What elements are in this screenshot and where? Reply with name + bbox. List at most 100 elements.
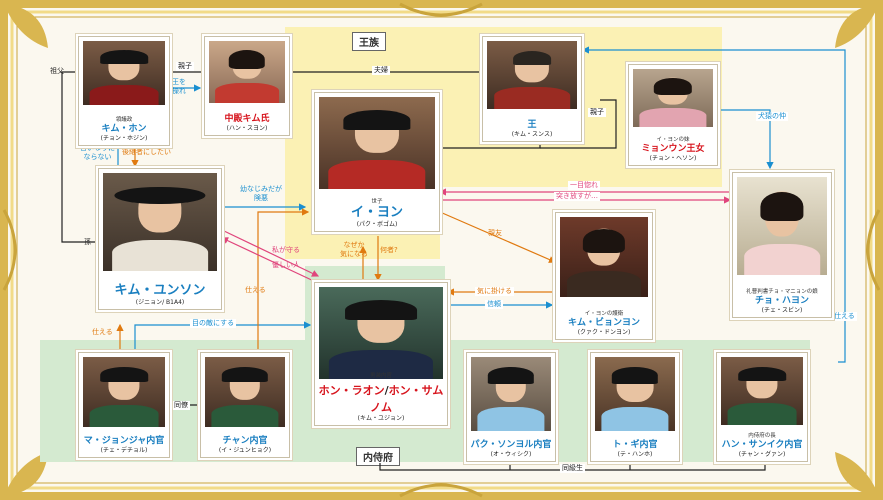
character-card-lee-yeong[interactable]: 世子 イ・ヨン (パク・ボゴム) <box>314 92 440 232</box>
character-actor: (チョン・ヘソン) <box>649 154 697 162</box>
character-card-kim-byungyeon[interactable]: イ・ヨンの護衛 キム・ビョンヨン (クァク・ドンヨン) <box>555 212 653 340</box>
character-card-queen-kim[interactable]: 中殿キム氏 (ハン・スヨン) <box>204 36 290 136</box>
portrait <box>721 357 803 425</box>
portrait <box>209 41 285 103</box>
label-make-successor: 後継者にしたい <box>122 148 171 156</box>
character-role: イ・ヨンの護衛 <box>584 311 624 318</box>
character-name: 中殿キム氏 <box>224 114 270 125</box>
label-trust: 信頼 <box>485 300 503 309</box>
character-name: イ・ヨン <box>350 205 403 221</box>
portrait <box>103 173 217 271</box>
character-actor: (ジニョン/ B1A4) <box>135 298 185 306</box>
character-name: キム・ビョンヨン <box>567 318 640 329</box>
arrow-eyesore <box>134 321 312 352</box>
character-actor: (イ・ジュンヒョク) <box>218 446 272 454</box>
portrait <box>319 97 435 189</box>
label-who-are-you: 何者? <box>380 246 398 254</box>
label-dog-monkey: 犬猿の仲 <box>756 112 788 121</box>
character-name: ミョンウン王女 <box>641 144 705 155</box>
character-role: 礼曹判書チョ・マニョンの娘 <box>746 289 818 296</box>
character-actor: (テ・ハンホ) <box>617 450 653 458</box>
arrow-dog-monkey <box>712 106 774 170</box>
character-name: 王 <box>527 120 537 131</box>
character-actor: (オ・ウィシク) <box>490 450 532 458</box>
character-actor: (ハン・スヨン) <box>226 124 268 132</box>
label-grandson: 孫 <box>84 238 91 246</box>
character-name: ト・ギ内官 <box>612 440 658 451</box>
label-serve-3: 仕える <box>832 312 857 321</box>
portrait <box>487 41 577 109</box>
portrait <box>560 217 648 297</box>
character-name-primary: ホン・ラオン <box>318 383 385 397</box>
label-protect: 私が守る <box>272 246 300 254</box>
character-card-princess-myeongeun[interactable]: イ・ヨンの妹 ミョンウン王女 (チョン・ヘソン) <box>628 64 718 166</box>
character-actor: (チェ・スビン) <box>761 306 803 314</box>
character-card-king[interactable]: 王 (キム・スンス) <box>482 36 582 142</box>
label-why-heart: なぜか 気になる <box>340 241 368 258</box>
character-actor: (クァク・ドンヨン) <box>577 328 631 336</box>
line-king-princess <box>540 99 617 149</box>
character-name-alias: ホン・サムノム <box>370 383 444 415</box>
character-actor: (パク・ボゴム) <box>356 220 398 228</box>
portrait <box>319 287 443 379</box>
character-name: マ・ジョンジャ内官 <box>83 436 165 447</box>
royal-zone-label: 王族 <box>352 32 386 51</box>
character-name: パク・ソンヨル内官 <box>470 440 552 451</box>
label-eyesore: 目の敵にする <box>190 319 237 328</box>
character-card-kim-hon[interactable]: 領議政 キム・ホン (チョン・ホジン) <box>78 36 170 146</box>
label-classmates: 同級生 <box>560 464 585 473</box>
label-serve-1: 仕える <box>92 328 113 336</box>
label-couple: 夫婦 <box>372 66 390 75</box>
label-kind-person: 優しい人 <box>272 261 300 269</box>
character-actor: (キム・ユジョン) <box>357 414 405 422</box>
label-dont-obey: 言いなりに ならない <box>80 144 115 161</box>
character-name: チョ・ハヨン <box>754 296 809 307</box>
character-actor: (キム・スンス) <box>511 130 553 138</box>
line-grandfather <box>61 71 98 243</box>
label-parent-child-1: 親子 <box>176 62 194 71</box>
character-actor: (チョン・ホジン) <box>100 134 148 142</box>
label-colleague: 同僚 <box>172 401 190 410</box>
arrow-serve-king <box>581 46 846 363</box>
character-card-jang[interactable]: チャン内官 (イ・ジュンヒョク) <box>200 352 290 458</box>
character-name: チャン内官 <box>222 436 268 447</box>
portrait <box>737 177 827 275</box>
character-card-ma-jongja[interactable]: マ・ジョンジャ内官 (チェ・デチョル) <box>78 352 170 458</box>
character-card-kim-yunsung[interactable]: キム・ユンソン (ジニョン/ B1A4) <box>98 168 222 310</box>
character-name: ハン・サンイク内官 <box>721 440 803 451</box>
palace-zone-label: 内侍府 <box>356 447 400 466</box>
character-role: 男装内官 <box>369 373 392 380</box>
arrow-serve-2 <box>257 208 310 352</box>
character-card-han-sangik[interactable]: 内侍府の長 ハン・サンイク内官 (チャン・グァン) <box>716 352 808 462</box>
character-role: 領議政 <box>115 117 133 124</box>
label-serve-2: 仕える <box>245 286 266 294</box>
character-card-cho-hayeon[interactable]: 礼曹判書チョ・マニョンの娘 チョ・ハヨン (チェ・スビン) <box>732 172 832 318</box>
label-best-friend: 親友 <box>488 229 502 237</box>
portrait <box>83 41 165 105</box>
label-grandfather: 祖父 <box>50 67 64 75</box>
arrow-best-friend <box>439 211 557 263</box>
portrait <box>471 357 551 431</box>
character-role: 世子 <box>371 198 383 205</box>
label-make-queen: 王を 操れ <box>172 78 186 95</box>
portrait <box>633 69 713 127</box>
character-actor: (チェ・デチョル) <box>100 446 148 454</box>
arrow-protect <box>221 229 320 277</box>
character-name: キム・ホン <box>101 124 147 135</box>
label-push-away: 突き放すが… <box>554 192 600 201</box>
character-card-hong-raon[interactable]: 男装内官 ホン・ラオン/ホン・サムノム (キム・ユジョン) <box>314 282 448 426</box>
label-childhood-friends: 幼なじみだが 険悪 <box>240 185 282 202</box>
label-parent-child-2: 親子 <box>588 108 606 117</box>
portrait <box>83 357 165 427</box>
character-actor: (チャン・グァン) <box>738 450 786 458</box>
name-separator: / <box>384 383 389 397</box>
character-role: 内侍府の長 <box>748 433 776 440</box>
label-fell-in-love: 一目惚れ <box>568 181 600 190</box>
character-role: イ・ヨンの妹 <box>656 137 690 144</box>
arrow-kind-person <box>220 237 319 284</box>
portrait <box>205 357 285 427</box>
character-card-park-seongyeol[interactable]: パク・ソンヨル内官 (オ・ウィシク) <box>466 352 556 462</box>
character-card-do-gi[interactable]: ト・ギ内官 (テ・ハンホ) <box>590 352 680 462</box>
